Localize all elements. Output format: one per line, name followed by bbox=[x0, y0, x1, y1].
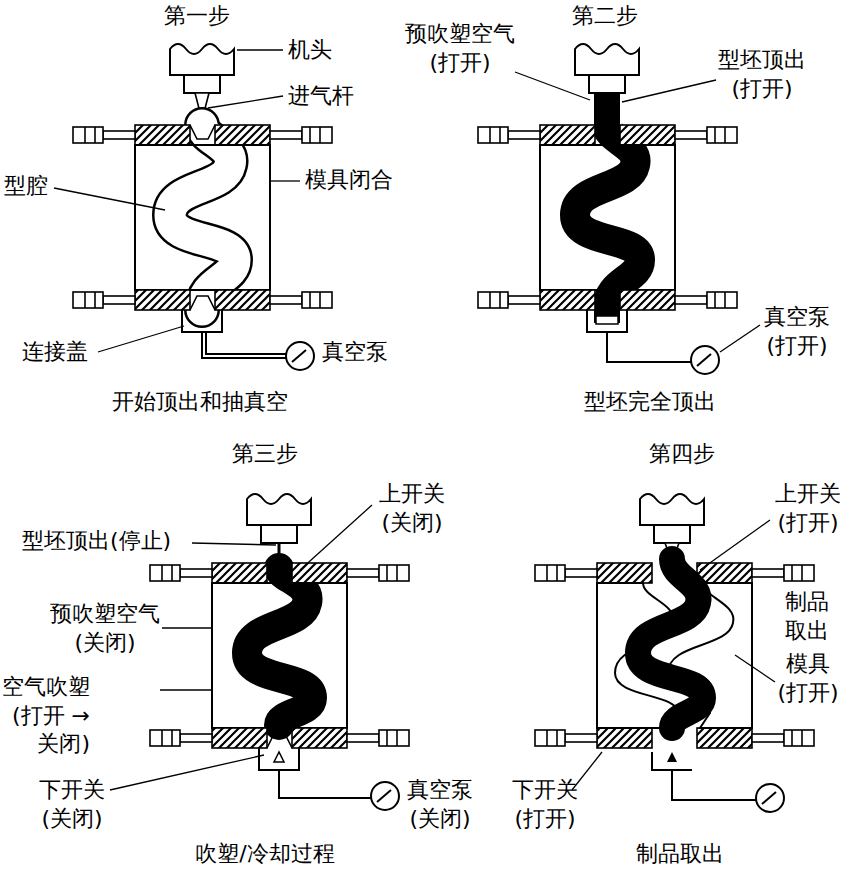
callout-label: 连接盖 bbox=[22, 338, 88, 367]
callout-label: 第一步 bbox=[164, 2, 230, 31]
callout-label: 吹塑/冷却过程 bbox=[195, 840, 334, 869]
callout-label: 真空泵 (关闭) bbox=[407, 776, 473, 833]
callout-label: 开始顶出和抽真空 bbox=[112, 388, 288, 417]
callout-label: 真空泵 (打开) bbox=[764, 303, 830, 360]
callout-label: 第三步 bbox=[232, 440, 298, 469]
callout-label: 预吹塑空气 (打开) bbox=[405, 20, 515, 77]
callout-label: 上开关 (关闭) bbox=[379, 480, 445, 537]
callout-label: 制品取出 bbox=[636, 840, 724, 869]
callout-label: 机头 bbox=[288, 36, 332, 65]
callout-label: 第四步 bbox=[649, 440, 715, 469]
callout-label: 进气杆 bbox=[288, 82, 354, 111]
callout-label: 型腔 bbox=[4, 172, 48, 201]
callout-label: 第二步 bbox=[572, 2, 638, 31]
callout-label: 型坯完全顶出 bbox=[584, 388, 716, 417]
callout-label: 型坯顶出 (打开) bbox=[718, 46, 806, 103]
callout-label: 上开关 (打开) bbox=[775, 480, 841, 537]
callout-label: 模具 (打开) bbox=[777, 650, 838, 707]
callout-label: 空气吹塑(打开 →关闭) bbox=[2, 673, 90, 759]
callout-label: 制品 取出 bbox=[785, 588, 829, 645]
callout-label: 预吹塑空气 (关闭) bbox=[50, 600, 160, 657]
callout-label: 下开关 (关闭) bbox=[39, 776, 105, 833]
callout-label: 型坯顶出(停止) bbox=[22, 527, 171, 556]
callout-label: 模具闭合 bbox=[305, 166, 393, 195]
callout-label: 真空泵 bbox=[322, 338, 388, 367]
callout-label: 下开关 (打开) bbox=[512, 776, 578, 833]
